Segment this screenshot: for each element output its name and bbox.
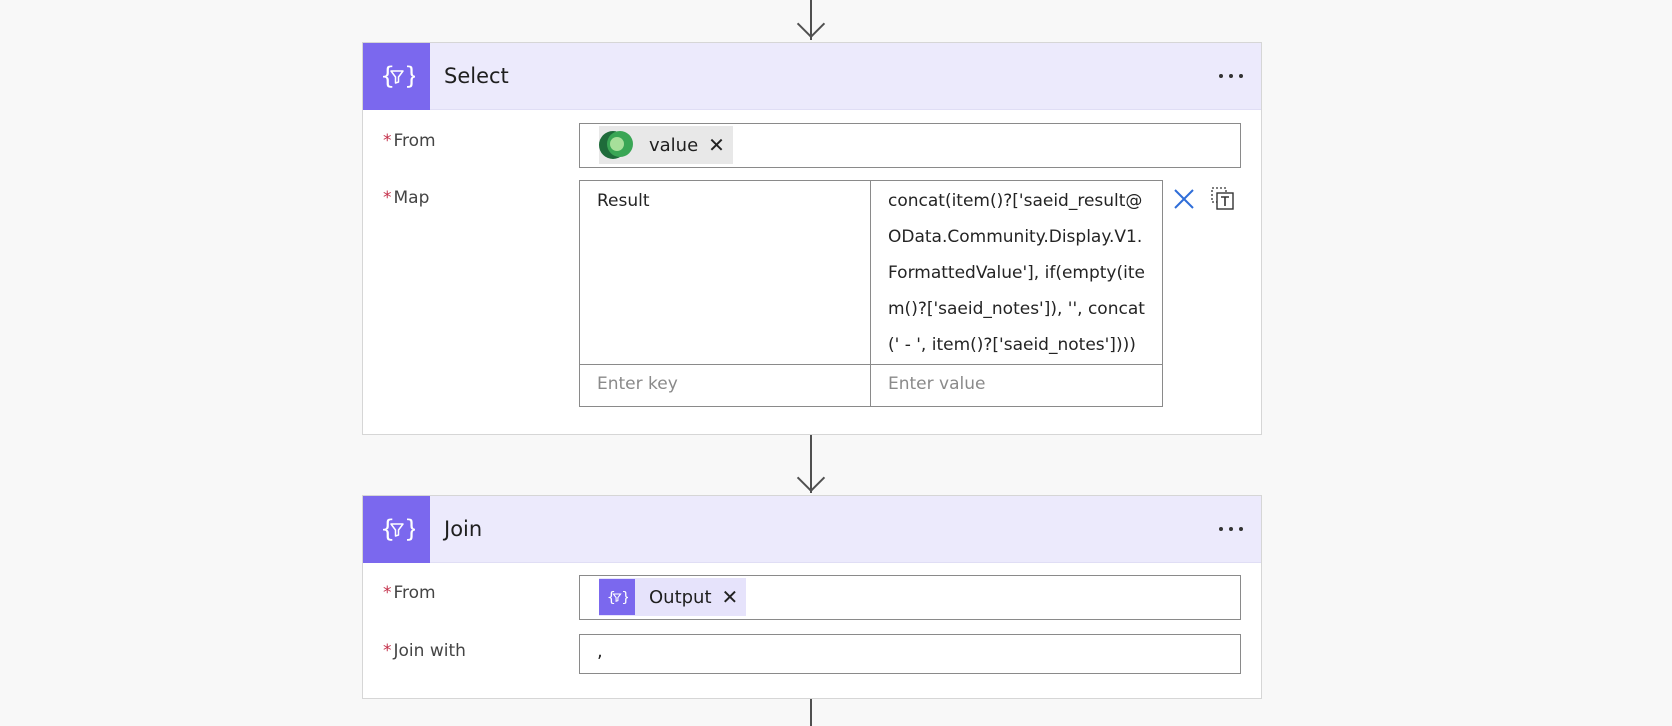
dataverse-icon <box>599 128 635 162</box>
more-options-icon[interactable] <box>1219 66 1243 86</box>
data-operation-icon: { } <box>363 42 430 110</box>
svg-text:{: { <box>607 590 616 606</box>
more-options-icon[interactable] <box>1219 519 1243 539</box>
close-icon[interactable] <box>1173 188 1195 214</box>
enter-value-input[interactable] <box>888 374 1145 394</box>
remove-token-icon[interactable]: ✕ <box>721 585 739 609</box>
from-field[interactable]: { } Output ✕ <box>579 575 1241 620</box>
map-row: Result concat(item()?['saeid_result@ODat… <box>580 181 1162 364</box>
required-asterisk: * <box>383 188 392 208</box>
card-title: Select <box>444 64 509 88</box>
connector-arrowhead-middle <box>796 463 826 493</box>
from-label: *From <box>383 583 436 603</box>
required-asterisk: * <box>383 131 392 151</box>
required-asterisk: * <box>383 583 392 603</box>
enter-key-input[interactable] <box>597 374 853 394</box>
join-with-label: *Join with <box>383 641 466 661</box>
from-field[interactable]: value ✕ <box>579 123 1241 168</box>
select-action-card: { } Select *From value ✕ *Map <box>362 42 1262 435</box>
map-label: *Map <box>383 188 430 208</box>
from-label: *From <box>383 131 436 151</box>
svg-text:}: } <box>621 590 628 606</box>
svg-text:}: } <box>404 62 415 90</box>
from-token[interactable]: value ✕ <box>599 126 733 164</box>
map-row-empty <box>580 364 1162 406</box>
data-operation-icon: { } <box>599 579 635 615</box>
map-value-cell[interactable]: concat(item()?['saeid_result@OData.Commu… <box>888 191 1145 355</box>
svg-text:{: { <box>380 515 395 543</box>
connector-line-bottom <box>810 699 812 726</box>
connector-arrowhead-top <box>796 9 826 39</box>
join-action-card: { } Join *From { } Output ✕ *Join with <box>362 495 1262 699</box>
map-key-cell[interactable] <box>580 365 871 406</box>
map-key-cell[interactable]: Result <box>580 181 871 364</box>
join-with-value[interactable]: , <box>597 641 603 662</box>
map-value-cell[interactable] <box>871 365 1162 406</box>
data-operation-icon: { } <box>363 495 430 563</box>
svg-text:{: { <box>380 62 395 90</box>
required-asterisk: * <box>383 641 392 661</box>
select-card-header[interactable]: { } Select <box>363 42 1261 110</box>
connector-line-middle <box>810 435 812 493</box>
switch-to-text-icon[interactable] <box>1211 187 1235 215</box>
join-card-header[interactable]: { } Join <box>363 495 1261 563</box>
map-table: Result concat(item()?['saeid_result@ODat… <box>579 180 1163 407</box>
svg-text:}: } <box>404 515 415 543</box>
connector-line-top <box>810 0 812 40</box>
token-label: Output <box>649 586 712 608</box>
remove-token-icon[interactable]: ✕ <box>708 133 725 157</box>
card-title: Join <box>444 517 483 541</box>
join-with-field[interactable]: , <box>579 634 1241 674</box>
from-token[interactable]: { } Output ✕ <box>599 578 747 616</box>
token-label: value <box>649 134 699 156</box>
